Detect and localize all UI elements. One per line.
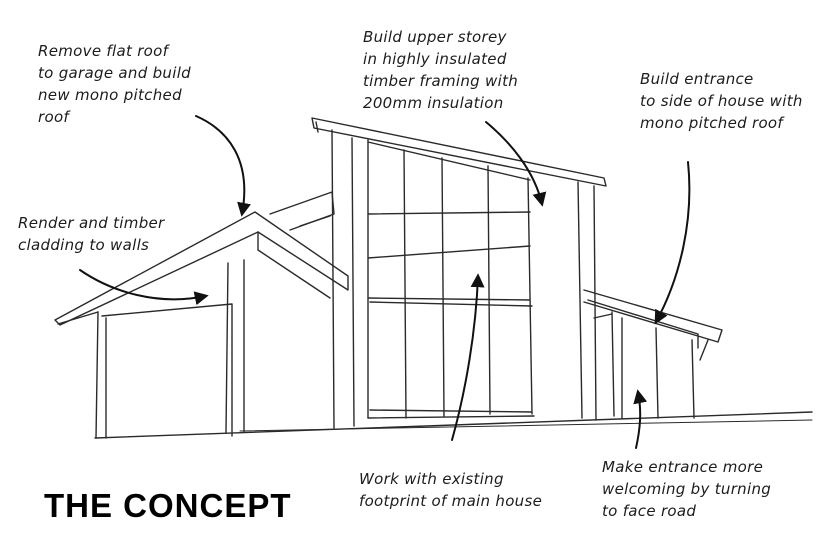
note-upper-storey-line: in highly insulated — [363, 50, 507, 68]
main-block — [311, 117, 607, 429]
garage — [54, 211, 349, 439]
note-side-entrance-line: Build entrance — [640, 70, 754, 88]
link-block — [269, 191, 335, 231]
note-remove-roof-line: roof — [38, 108, 70, 126]
note-remove-roof-line: new mono pitched — [38, 86, 182, 104]
note-footprint: Work with existing footprint of main hou… — [359, 468, 542, 512]
note-cladding-line: cladding to walls — [18, 236, 150, 254]
note-welcoming: Make entrance more welcoming by turning … — [602, 456, 771, 522]
note-upper-storey-line: timber framing with — [363, 72, 519, 90]
arrow-cladding — [79, 269, 209, 306]
annotation-arrows — [79, 115, 691, 449]
note-welcoming-line: welcoming by turning — [602, 480, 772, 498]
ground-line — [94, 411, 813, 439]
note-cladding: Render and timber cladding to walls — [18, 212, 165, 256]
arrow-upper-storey — [485, 121, 547, 207]
arrow-footprint — [451, 273, 485, 441]
note-cladding-line: Render and timber — [18, 214, 165, 232]
arrow-remove-roof — [195, 115, 251, 217]
note-upper-storey-line: Build upper storey — [363, 28, 507, 46]
note-welcoming-line: Make entrance more — [602, 458, 764, 476]
note-footprint-line: Work with existing — [359, 470, 504, 488]
arrow-welcoming — [633, 389, 648, 449]
note-remove-roof: Remove flat roof to garage and build new… — [38, 40, 191, 128]
note-upper-storey: Build upper storey in highly insulated t… — [363, 26, 518, 114]
note-side-entrance: Build entrance to side of house with mon… — [640, 68, 803, 134]
note-side-entrance-line: mono pitched roof — [640, 114, 783, 132]
note-remove-roof-line: to garage and build — [38, 64, 191, 82]
note-remove-roof-line: Remove flat roof — [38, 42, 169, 60]
note-footprint-line: footprint of main house — [359, 492, 543, 510]
note-upper-storey-line: 200mm insulation — [363, 94, 504, 112]
note-side-entrance-line: to side of house with — [640, 92, 803, 110]
note-welcoming-line: to face road — [602, 502, 697, 520]
page-title: THE CONCEPT — [44, 487, 292, 524]
side-entrance — [583, 289, 723, 419]
arrow-side-entrance — [654, 161, 691, 325]
